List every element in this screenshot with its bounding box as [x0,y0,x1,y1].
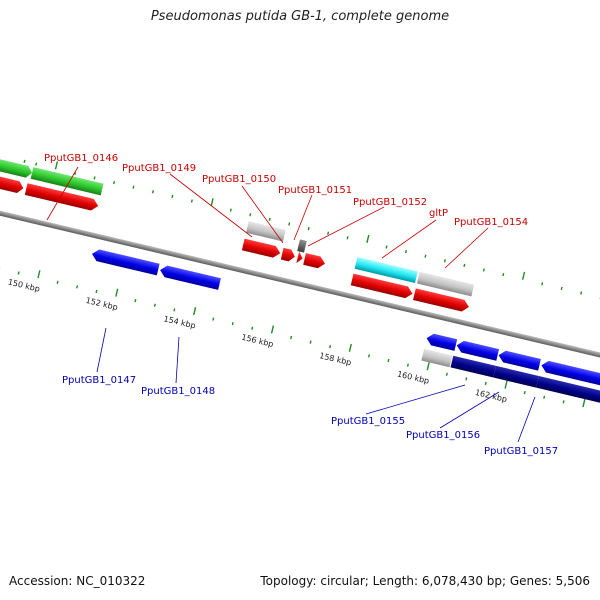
lower-tick-row [0,266,586,408]
gene-0147-strand-arrow [92,249,160,276]
gene-0149-strand-arrow [241,238,281,258]
gene-label-0155[interactable]: PputGB1_0155 [331,416,405,427]
gene-label-0148[interactable]: PputGB1_0148 [141,386,215,397]
upper-tick-row [23,159,600,300]
upper-leader-lines [46,166,489,269]
gene-0158-strand-arrow [541,360,600,397]
gene-label-0146[interactable]: PputGB1_0146 [44,153,118,164]
kbp-label-158: 158 kbp [318,351,352,367]
gene-0154-strand-arrow [413,288,469,312]
gene-0149-category-block [246,221,286,242]
map-title: Pseudomonas putida GB-1, complete genome [150,9,450,24]
kbp-label-162: 162 kbp [474,388,508,404]
gene-label-0154[interactable]: PputGB1_0154 [454,217,528,228]
gene-0156-category-block [450,355,497,378]
lower-leader-lines [96,327,536,443]
kbp-label-152: 152 kbp [85,296,119,312]
gene-label-0157[interactable]: PputGB1_0157 [484,446,558,457]
genome-backbone [0,199,600,371]
genome-summary-text: Topology: circular; Length: 6,078,430 bp… [260,574,590,588]
gene-0151-category-block [297,239,307,253]
kbp-label-150: 150 kbp [7,277,41,293]
kbp-label-156: 156 kbp [241,333,275,349]
gene-label-0147[interactable]: PputGB1_0147 [62,375,136,386]
gene-0158-category-block [536,376,600,413]
accession-text: Accession: NC_010322 [9,574,146,588]
gene-label-gltP[interactable]: gltP [429,208,448,219]
gene-0146-category-block [30,167,104,196]
gene-0154-category-block [416,271,475,297]
gene-0150-strand-arrow [280,247,295,262]
gene-label-0156[interactable]: PputGB1_0156 [406,430,480,441]
gene-0145-strand-arrow [0,172,24,194]
gene-0155-category-block [421,348,453,368]
gene-0155-strand-arrow [426,333,458,351]
gene-label-0149[interactable]: PputGB1_0149 [122,163,196,174]
gene-0157-category-block [493,365,539,388]
kbp-label-160: 160 kbp [396,369,430,385]
gene-0156-strand-arrow [456,340,500,361]
gene-label-0151[interactable]: PputGB1_0151 [278,185,352,196]
gene-0148-strand-arrow [160,265,221,290]
gene-0152-strand-arrow [303,253,326,269]
gene-0151-strand-arrow [296,251,303,264]
gene-label-0152[interactable]: PputGB1_0152 [353,197,427,208]
gene-label-0150[interactable]: PputGB1_0150 [202,174,276,185]
kbp-label-154: 154 kbp [163,314,197,330]
gene-gltP-category-block [354,257,418,283]
gene-0157-strand-arrow [498,350,541,371]
gene-0146-category-arrow [0,155,33,178]
gene-0146-strand-arrow [24,183,99,211]
gene-gltP-strand-arrow [350,273,413,299]
